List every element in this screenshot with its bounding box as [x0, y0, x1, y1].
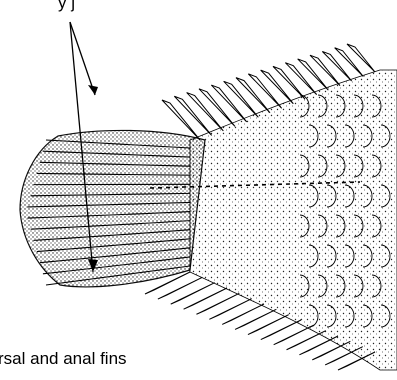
- anal-ray: [312, 341, 350, 360]
- anal-ray: [235, 309, 276, 329]
- dorsal-ray: [298, 59, 329, 90]
- anal-ray: [274, 325, 314, 344]
- anal-ray: [158, 277, 202, 299]
- dorsal-ray: [236, 78, 270, 113]
- anal-ray: [299, 336, 338, 355]
- dorsal-ray: [248, 74, 281, 108]
- anal-ray: [248, 315, 289, 335]
- label-dorsal-anal-fins: rsal and anal fins: [0, 350, 127, 368]
- dorsal-ray: [347, 44, 375, 72]
- anal-ray: [171, 283, 215, 304]
- anal-ray: [261, 320, 301, 340]
- label-top-fragment: y j: [58, 0, 75, 12]
- dorsal-ray: [261, 70, 294, 104]
- anal-ray: [287, 331, 326, 350]
- dorsal-ray: [273, 66, 305, 99]
- caudal-peduncle: [190, 70, 397, 370]
- anal-ray: [184, 288, 227, 309]
- arrowhead-upper: [88, 85, 98, 95]
- anal-ray: [209, 299, 251, 320]
- anal-ray: [196, 293, 239, 314]
- dorsal-ray: [285, 63, 316, 95]
- dorsal-ray: [310, 55, 340, 85]
- anal-ray: [222, 304, 264, 324]
